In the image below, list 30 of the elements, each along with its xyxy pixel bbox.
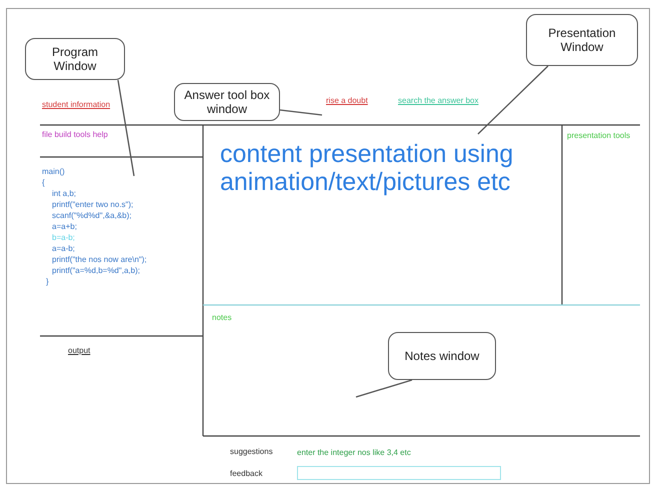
hint-text: enter the integer nos like 3,4 etc [297, 448, 411, 458]
menu-bar-text: file build tools help [42, 130, 108, 140]
code-line: scanf("%d%d",&a,&b); [52, 211, 132, 220]
callout-bubble: Program Window [25, 38, 125, 80]
code-line: a=a+b; [52, 222, 77, 232]
callout-bubble: Notes window [388, 332, 496, 380]
leader-line [478, 66, 548, 134]
code-line: printf("a=%d,b=%d",a,b); [52, 266, 140, 276]
leader-line [356, 379, 412, 398]
leader-line [280, 109, 322, 116]
leader-line [117, 80, 135, 176]
code-line: printf("the nos now are\n"); [52, 255, 147, 264]
callout-bubble: Answer tool box window [174, 83, 280, 121]
panel-heading: output [68, 346, 90, 356]
code-line: } [46, 277, 49, 286]
code-line: a=a-b; [52, 244, 75, 254]
link-text: search the answer box [398, 96, 478, 106]
code-line: main() [42, 167, 65, 176]
code-line: b=a-b; [52, 233, 75, 242]
code-line: int a,b; [52, 189, 76, 198]
field-label: suggestions [230, 447, 273, 456]
field-label: feedback [230, 469, 262, 478]
code-line: printf("enter two no.s"); [52, 200, 134, 210]
callout-bubble: Presentation Window [526, 14, 638, 66]
code-line: { [42, 178, 45, 188]
content-text: content presentation using animation/text/pictures etc [220, 140, 514, 196]
link-text: rise a doubt [326, 96, 368, 106]
panel-heading: notes [212, 313, 232, 322]
link-text: student information [42, 100, 110, 110]
panel-heading: presentation tools [567, 131, 632, 140]
